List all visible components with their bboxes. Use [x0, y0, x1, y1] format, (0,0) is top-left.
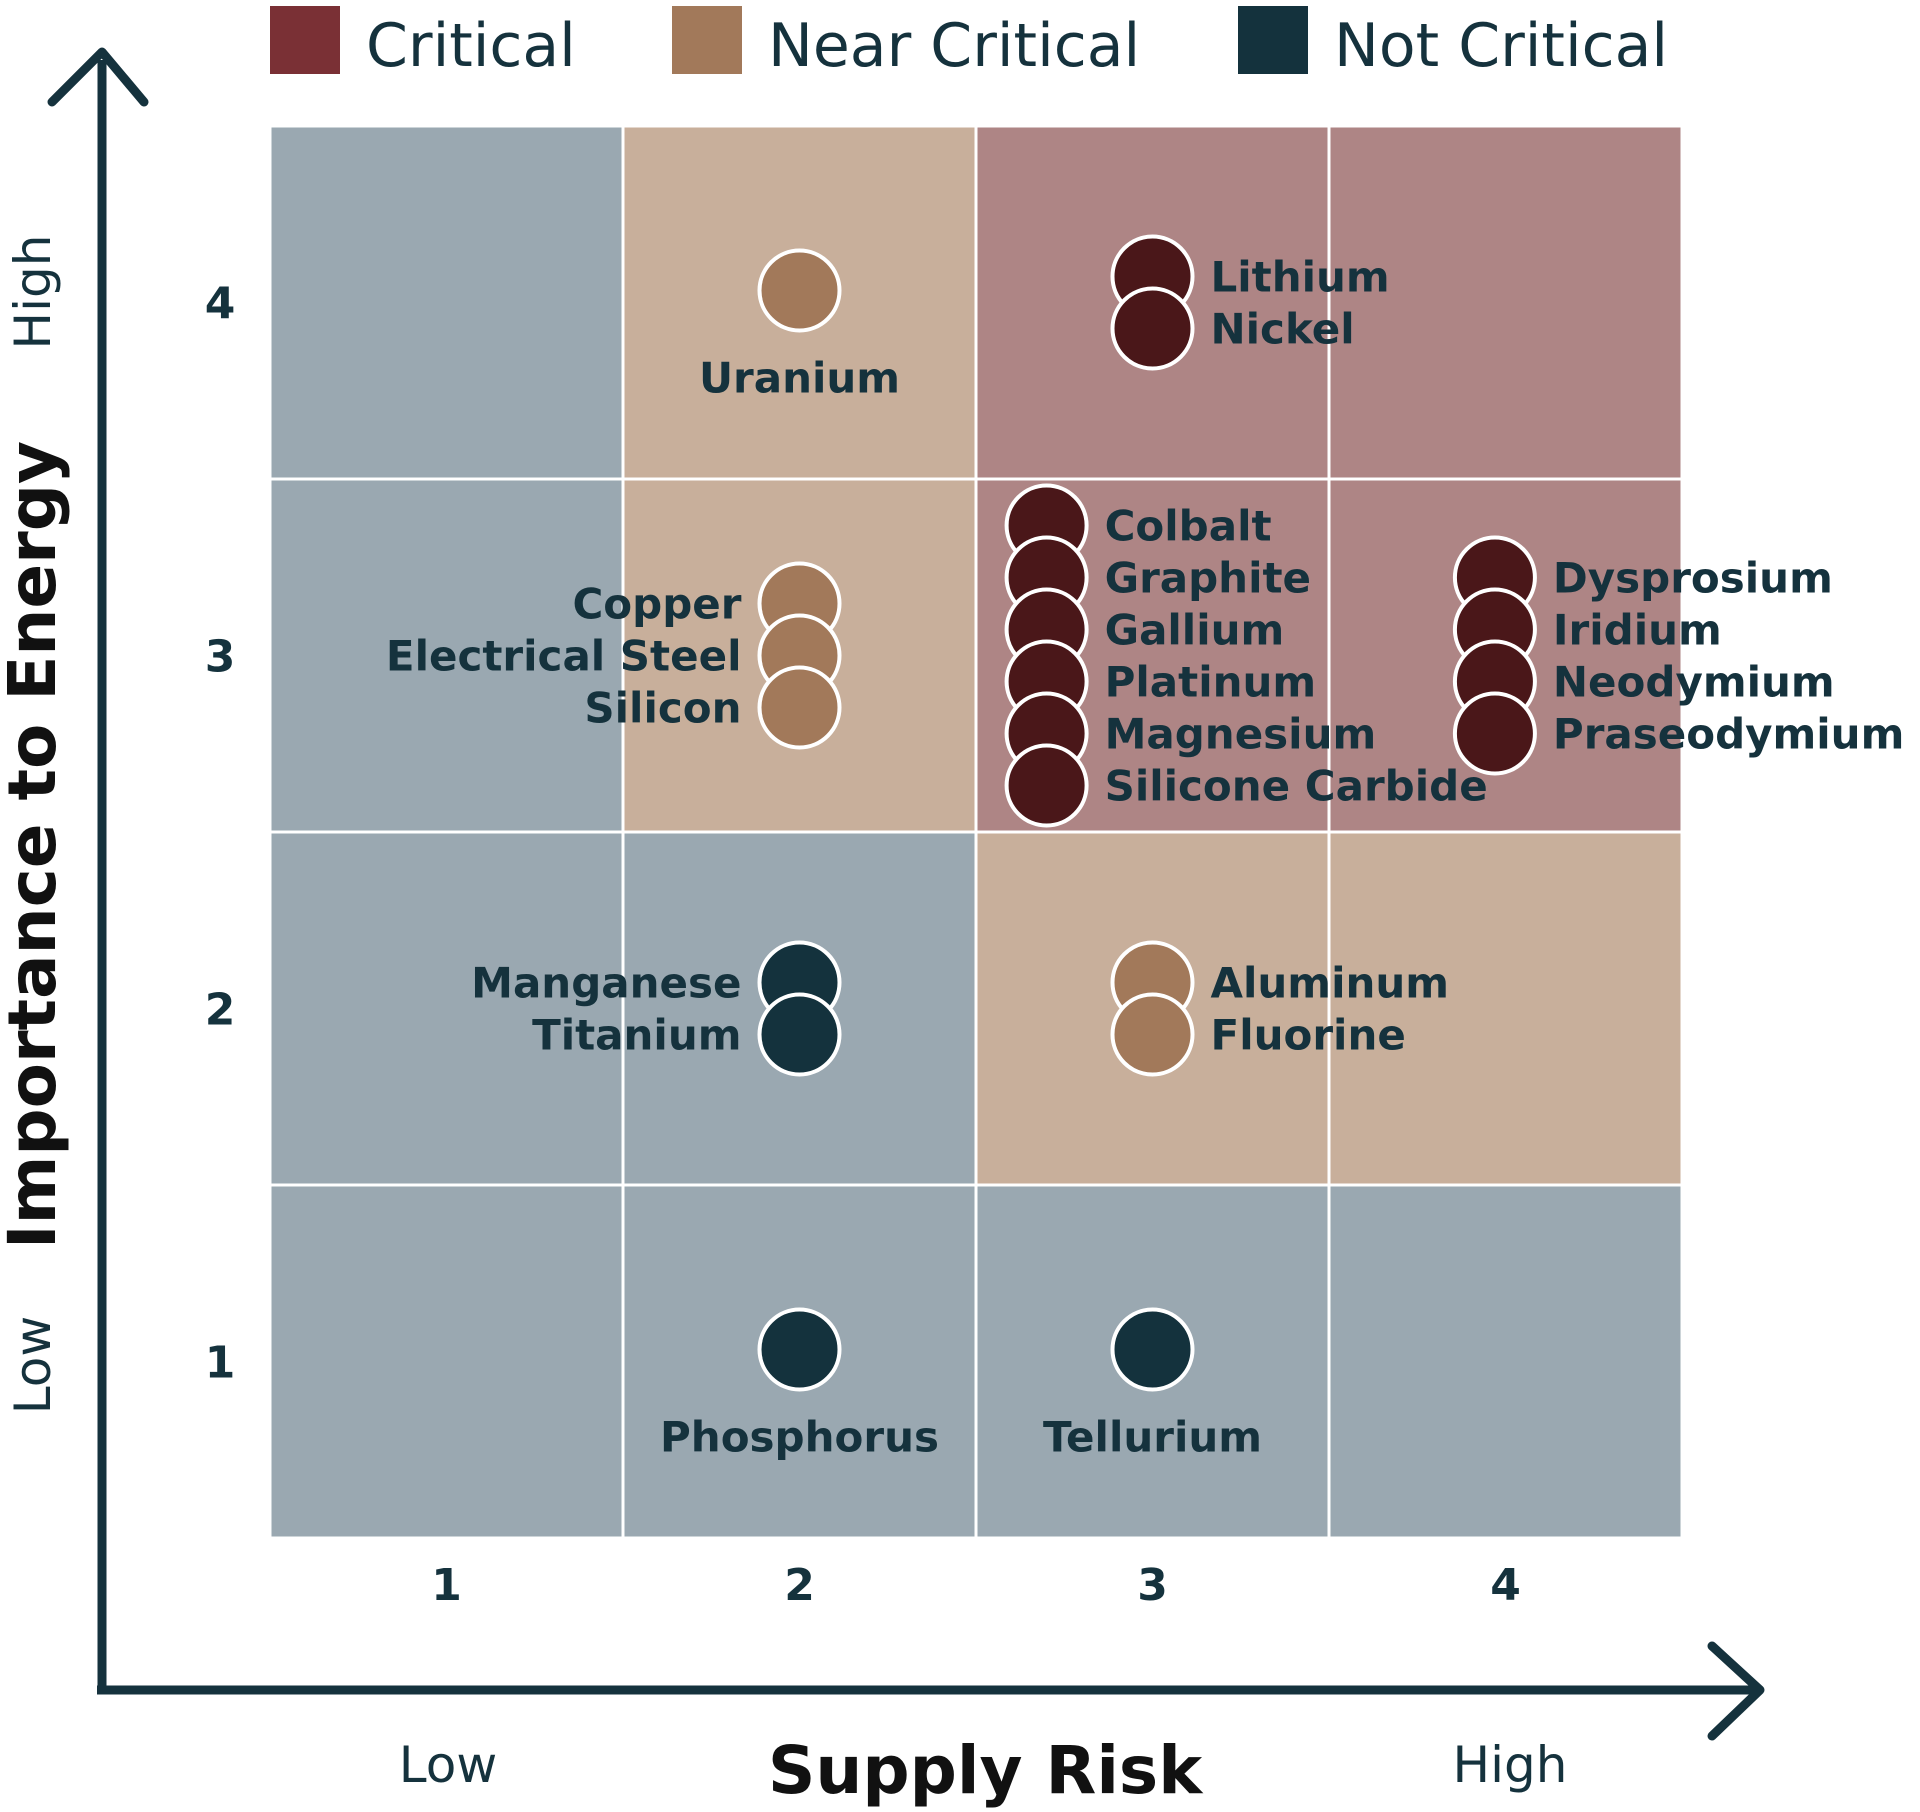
tick-labels: 1 2 3 4 1 2 3 4 [205, 279, 1521, 1612]
legend-label-near-critical: Near Critical [768, 11, 1140, 81]
point-label-nickel: Nickel [1211, 305, 1355, 354]
y-tick-label: 4 [205, 279, 236, 330]
x-tick-label: 4 [1490, 1560, 1521, 1611]
point-label-silicon: Silicon [584, 684, 741, 733]
legend: Critical Near Critical Not Critical [270, 6, 1668, 81]
point-label-electrical-steel: Electrical Steel [386, 632, 742, 681]
legend-swatch-not-critical [1238, 6, 1308, 74]
point-label-tellurium: Tellurium [1043, 1413, 1262, 1462]
legend-swatch-critical [270, 6, 340, 74]
legend-label-critical: Critical [366, 11, 576, 81]
point-label-manganese: Manganese [471, 959, 741, 1008]
point-label-dysprosium: Dysprosium [1553, 554, 1833, 603]
data-point-fluorine [1110, 992, 1195, 1077]
zone-cell-1-1 [268, 1183, 625, 1540]
zone-cell-1-4 [268, 124, 625, 481]
zone-cell-1-3 [268, 477, 625, 834]
legend-swatch-near-critical [672, 6, 742, 74]
point-label-aluminum: Aluminum [1211, 959, 1450, 1008]
x-axis-arrowhead [1707, 1641, 1765, 1741]
data-point-silicon [757, 665, 842, 750]
zone-cell-4-4 [1327, 124, 1684, 481]
point-label-praseodymium: Praseodymium [1553, 710, 1904, 759]
axes: Supply Risk Low High Importance to Energ… [0, 47, 1765, 1809]
point-label-fluorine: Fluorine [1211, 1011, 1406, 1060]
data-point-phosphorus [757, 1307, 842, 1392]
point-label-silicone-carbide: Silicone Carbide [1105, 762, 1488, 811]
x-tick-label: 1 [431, 1560, 462, 1611]
data-point-nickel [1110, 286, 1195, 371]
point-label-graphite: Graphite [1105, 554, 1311, 603]
x-axis-low-label: Low [399, 1736, 497, 1794]
data-point-silicone-carbide [1004, 743, 1089, 828]
x-tick-label: 3 [1137, 1560, 1168, 1611]
point-label-neodymium: Neodymium [1553, 658, 1835, 707]
point-label-platinum: Platinum [1105, 658, 1317, 707]
zone-cell-1-2 [268, 830, 625, 1187]
legend-label-not-critical: Not Critical [1334, 11, 1668, 81]
x-tick-label: 2 [784, 1560, 815, 1611]
point-label-lithium: Lithium [1211, 253, 1390, 302]
point-label-magnesium: Magnesium [1105, 710, 1377, 759]
point-label-uranium: Uranium [699, 354, 900, 403]
point-label-copper: Copper [572, 580, 741, 629]
point-label-phosphorus: Phosphorus [660, 1413, 939, 1462]
y-tick-label: 2 [205, 985, 236, 1036]
zone-grid [268, 124, 1684, 1540]
data-point-uranium [757, 248, 842, 333]
zone-cell-4-1 [1327, 1183, 1684, 1540]
y-tick-label: 3 [205, 632, 236, 683]
data-point-tellurium [1110, 1307, 1195, 1392]
y-axis-title: Importance to Energy [0, 441, 71, 1249]
y-axis-arrowhead [47, 47, 149, 107]
zone-cell-4-2 [1327, 830, 1684, 1187]
point-label-gallium: Gallium [1105, 606, 1285, 655]
y-tick-label: 1 [205, 1338, 236, 1389]
point-label-iridium: Iridium [1553, 606, 1722, 655]
x-axis-title: Supply Risk [768, 1732, 1204, 1809]
data-point-praseodymium [1452, 691, 1537, 776]
y-axis-low-label: Low [4, 1316, 62, 1414]
x-axis-high-label: High [1453, 1736, 1568, 1794]
y-axis-high-label: High [4, 235, 62, 350]
point-label-titanium: Titanium [532, 1011, 741, 1060]
data-point-titanium [757, 992, 842, 1077]
point-label-colbalt: Colbalt [1105, 502, 1272, 551]
